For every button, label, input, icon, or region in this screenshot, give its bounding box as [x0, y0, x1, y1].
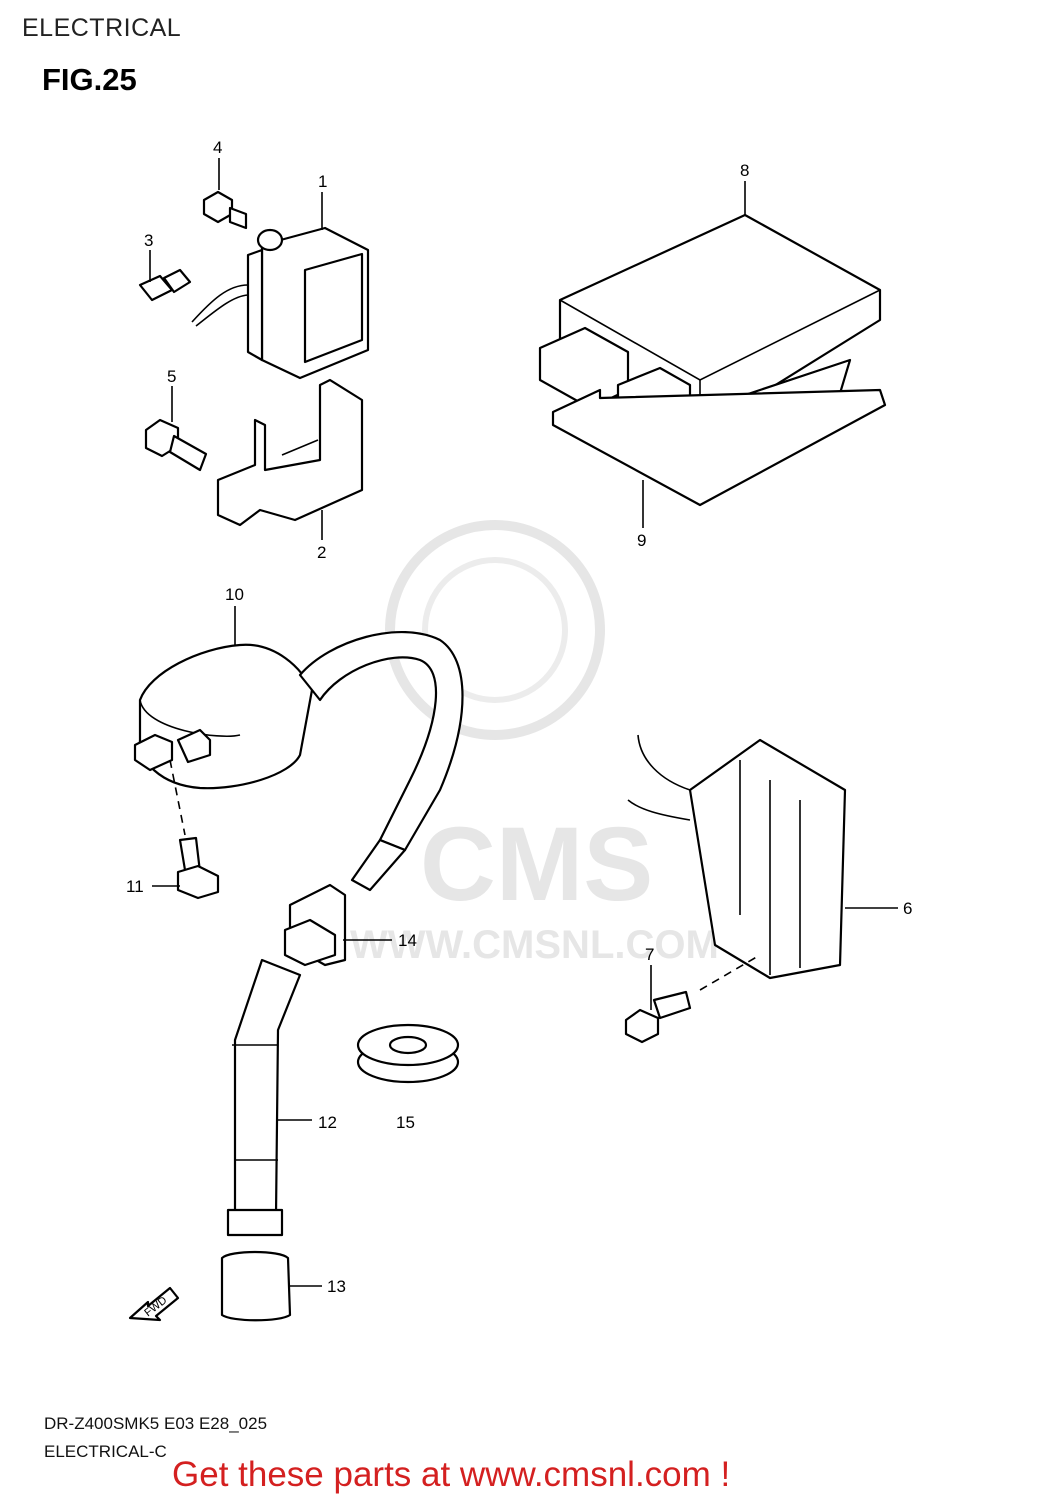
group-code: ELECTRICAL-C	[44, 1442, 167, 1461]
callout-3: 3	[144, 231, 153, 250]
part-regulator-6	[627, 734, 847, 980]
part-screw-4	[202, 190, 248, 230]
part-plug-cap-12	[226, 958, 302, 1237]
assembly-line-coil-bolt	[169, 759, 186, 836]
callout-2: 2	[317, 543, 326, 562]
callout-14: 14	[398, 931, 417, 950]
figure-number: FIG.25	[42, 62, 137, 97]
part-clip-3	[138, 268, 192, 302]
callout-13: 13	[327, 1277, 346, 1296]
part-screw-7	[624, 990, 692, 1044]
fwd-arrow-icon: FWD	[128, 1286, 180, 1322]
part-relay	[191, 226, 370, 380]
part-bolt-11	[176, 836, 220, 900]
callout-9: 9	[637, 531, 646, 550]
callout-labels: 4 1 3 5 2 8 9 10 11 14 12 15 13 6 7	[126, 138, 912, 1296]
leader-lines	[149, 158, 898, 1287]
watermark-url: WWW.CMSNL.COM	[350, 923, 719, 967]
part-pad-9	[551, 388, 887, 507]
assembly-line-screw-regulator	[699, 954, 761, 991]
part-bracket-2	[216, 378, 364, 527]
callout-11: 11	[126, 877, 144, 896]
callout-5: 5	[167, 367, 176, 386]
model-code: DR-Z400SMK5 E03 E28_025	[44, 1414, 268, 1433]
callout-12: 12	[318, 1113, 337, 1132]
part-ignition-coil-10	[133, 631, 464, 892]
part-grommet-15	[356, 1023, 460, 1084]
promo-banner: Get these parts at www.cmsnl.com !	[172, 1455, 731, 1494]
callout-4: 4	[213, 138, 222, 157]
part-boot-13	[220, 1250, 292, 1322]
callout-8: 8	[740, 161, 749, 180]
callout-1: 1	[318, 172, 327, 191]
watermark-brand: CMS	[420, 806, 653, 923]
callout-6: 6	[903, 899, 912, 918]
part-bolt-5	[144, 418, 208, 472]
callout-15: 15	[396, 1113, 415, 1132]
part-cap-14	[283, 883, 347, 967]
watermark: CMS WWW.CMSNL.COM	[350, 520, 719, 967]
section-title: ELECTRICAL	[22, 14, 182, 42]
callout-10: 10	[225, 585, 244, 604]
callout-7: 7	[645, 945, 654, 964]
